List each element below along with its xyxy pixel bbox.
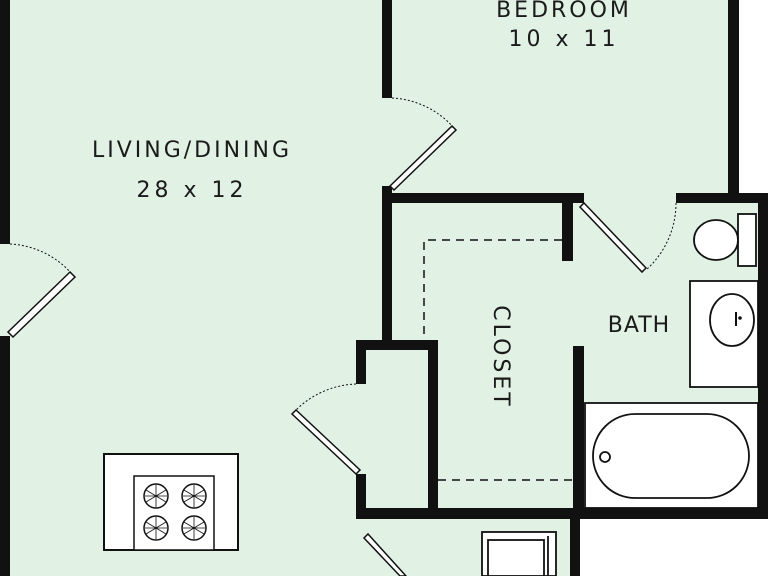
entry-door bbox=[6, 243, 77, 339]
exterior-area bbox=[578, 512, 768, 576]
stove-icon bbox=[133, 475, 215, 551]
pantry-top-wall bbox=[356, 340, 438, 350]
bedroom-floor bbox=[390, 0, 732, 200]
toilet-icon bbox=[693, 213, 757, 267]
bedroom-south-wall-right bbox=[676, 193, 768, 203]
bedroom-size: 10 x 11 bbox=[509, 27, 620, 52]
bedroom-east-wall bbox=[728, 0, 739, 200]
range-hood-icon bbox=[481, 531, 557, 576]
burner-1 bbox=[143, 483, 169, 509]
closet-west-wall bbox=[428, 340, 438, 512]
kitchen-east-wall bbox=[570, 508, 580, 576]
bath-label: BATH bbox=[608, 313, 670, 338]
pantry-west-wall-lower bbox=[356, 474, 366, 516]
kitchen-island bbox=[103, 453, 239, 551]
bedroom-door bbox=[388, 97, 458, 192]
left-wall-lower bbox=[0, 336, 10, 576]
bath-east-wall bbox=[758, 193, 768, 519]
closet-floor bbox=[390, 200, 580, 520]
bedroom-label: BEDROOM bbox=[496, 0, 632, 23]
kitchen-door bbox=[362, 532, 408, 576]
pantry-door bbox=[290, 383, 362, 476]
bathtub-icon bbox=[584, 402, 759, 509]
sink-icon bbox=[689, 280, 759, 388]
closet-label: CLOSET bbox=[488, 305, 513, 408]
pantry-west-wall-upper bbox=[356, 340, 366, 384]
living-dining-size: 28 x 12 bbox=[137, 178, 248, 203]
closet-bath-divider-top bbox=[562, 193, 573, 261]
closet-bath-divider-lower bbox=[573, 346, 584, 512]
bedroom-south-wall-left bbox=[382, 193, 584, 203]
closet-shelf-line bbox=[423, 239, 573, 481]
bedroom-west-wall-upper bbox=[382, 0, 392, 98]
doors bbox=[6, 97, 677, 576]
kitchen-north-wall bbox=[356, 508, 584, 519]
burner-4 bbox=[181, 515, 207, 541]
living-dining-label: LIVING/DINING bbox=[92, 138, 292, 163]
bath-south-wall bbox=[573, 508, 768, 519]
bedroom-west-wall-lower bbox=[382, 186, 392, 342]
burner-2 bbox=[181, 483, 207, 509]
burner-3 bbox=[143, 515, 169, 541]
bath-door bbox=[578, 201, 677, 274]
left-wall-upper bbox=[0, 0, 10, 244]
